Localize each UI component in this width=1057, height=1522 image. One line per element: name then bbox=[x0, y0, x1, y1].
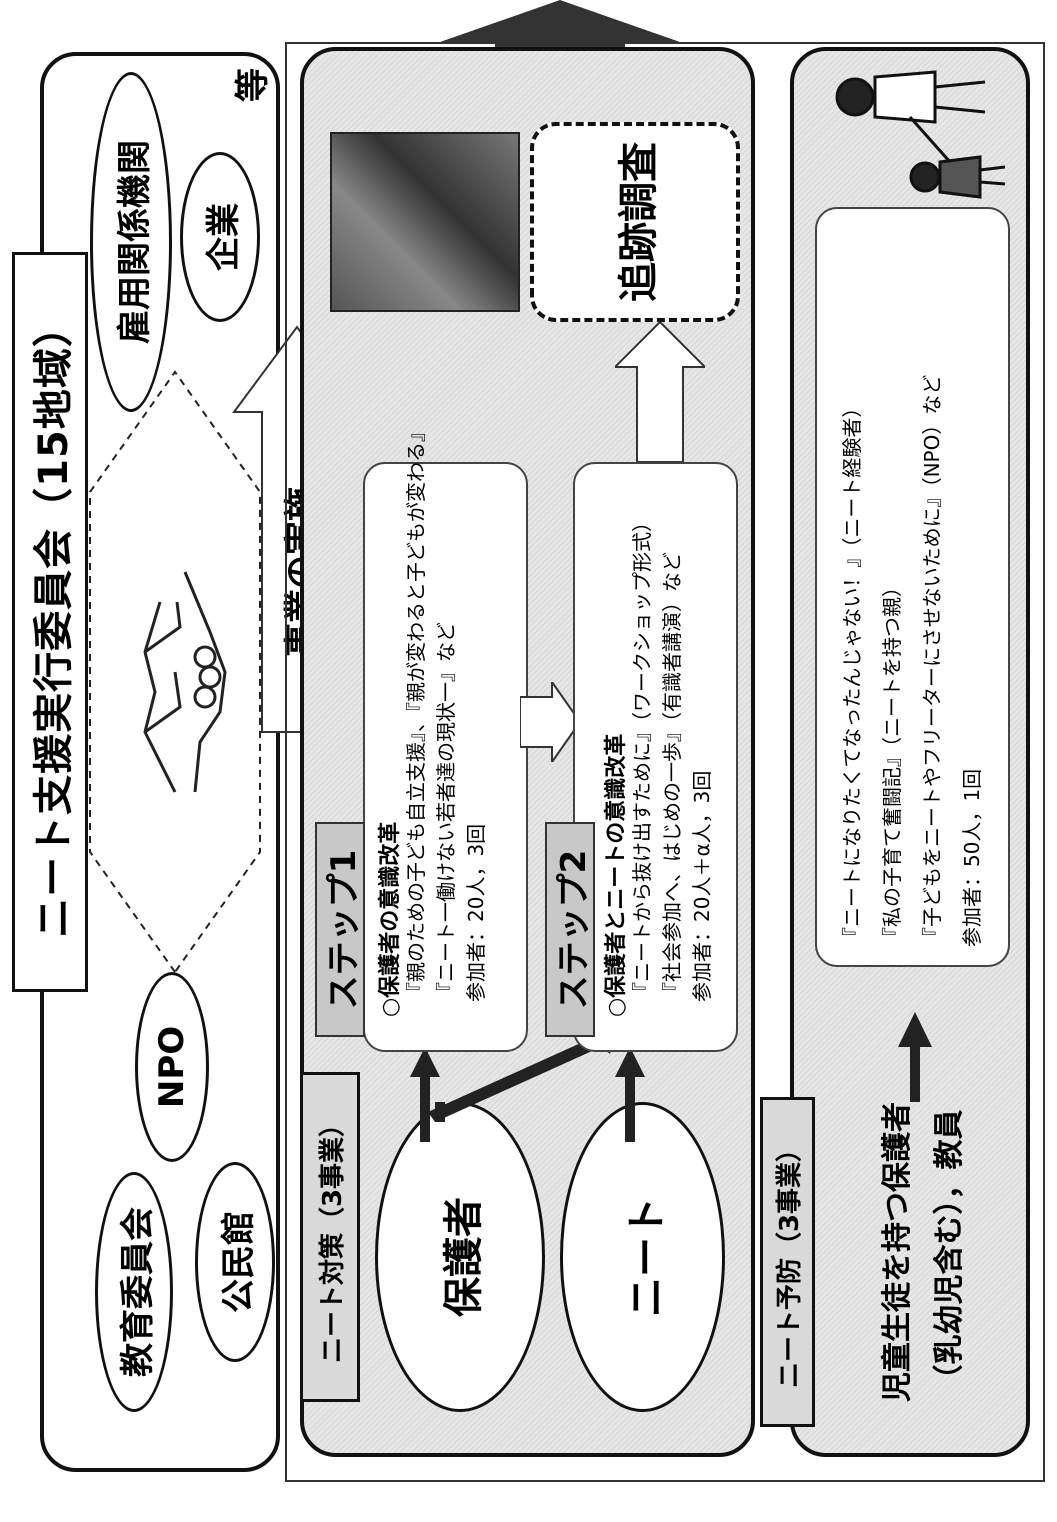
member-oval-koyo: 雇用関係機関 bbox=[90, 72, 172, 412]
prevention-arrow bbox=[898, 1012, 932, 1102]
step2-line-2: 『社会参加へ、はじめの一歩』（有識者講演）など bbox=[660, 552, 684, 1002]
prevention-target-line2: （乳幼児含む），教員 bbox=[932, 1109, 967, 1395]
prevention-line-4: 参加者：50人，1回 bbox=[960, 768, 984, 947]
followup-arrow bbox=[615, 322, 705, 462]
prevention-line-3: 『子どもをニートやフリーターにさせないために』（NPO）など bbox=[920, 374, 944, 947]
step2-line-1: 『ニートから抜け出すために』（ワークショップ形式） bbox=[630, 512, 654, 1002]
member-oval-kominkan: 公民館 bbox=[195, 1162, 275, 1362]
member-oval-kyoiku: 教育委員会 bbox=[95, 1172, 173, 1412]
followup-box: 追跡調査 bbox=[530, 122, 740, 322]
prevention-line-2: 『私の子育て奮闘記』（ニートを持つ親） bbox=[880, 577, 904, 947]
prevention-target-line1: 児童生徒を持つ保護者 bbox=[880, 1102, 915, 1402]
family-illustration bbox=[835, 70, 1006, 199]
step1-label: ステップ1 bbox=[315, 822, 365, 1037]
prevention-target: 児童生徒を持つ保護者 （乳幼児含む），教員 bbox=[840, 1087, 1000, 1417]
step1-line-2: 『ニート一働けない若者達の現状一』など bbox=[434, 622, 458, 1002]
followup-label: 追跡調査 bbox=[616, 142, 662, 302]
step2-label: ステップ2 bbox=[545, 822, 595, 1037]
handshake-icon bbox=[143, 571, 227, 793]
oval-hogosha: 保護者 bbox=[375, 1102, 545, 1412]
measures-tag: ニート対策（3事業） bbox=[300, 1072, 360, 1402]
oval-neet: ニート bbox=[560, 1102, 725, 1412]
step2-heading: ○保護者とニートの意識改革 bbox=[604, 733, 629, 1017]
step-arrow bbox=[520, 682, 580, 762]
photo-image bbox=[330, 132, 520, 312]
prevention-line-1: 『ニートになりたくてなったんじゃない！』（ニート経験者） bbox=[840, 397, 864, 947]
step1-line-3: 参加者：20人，3回 bbox=[464, 823, 488, 1002]
step2-line-3: 参加者：20人＋α人，3回 bbox=[690, 770, 714, 1002]
etc-label: 等 bbox=[233, 68, 273, 102]
step1-heading: ○保護者の意識改革 bbox=[378, 821, 403, 1017]
prevention-tag: ニート予防（3事業） bbox=[760, 1097, 815, 1427]
dashed-diamond bbox=[89, 370, 261, 974]
member-oval-kigyo: 企業 bbox=[180, 152, 260, 322]
committee-title: ニート支援実行委員会（15地域） bbox=[12, 252, 88, 992]
step1-line-1: 『親のための子ども自立支援』、『親が変わると子どもが変わる』 bbox=[404, 422, 428, 1002]
member-oval-npo: NPO bbox=[135, 972, 209, 1162]
